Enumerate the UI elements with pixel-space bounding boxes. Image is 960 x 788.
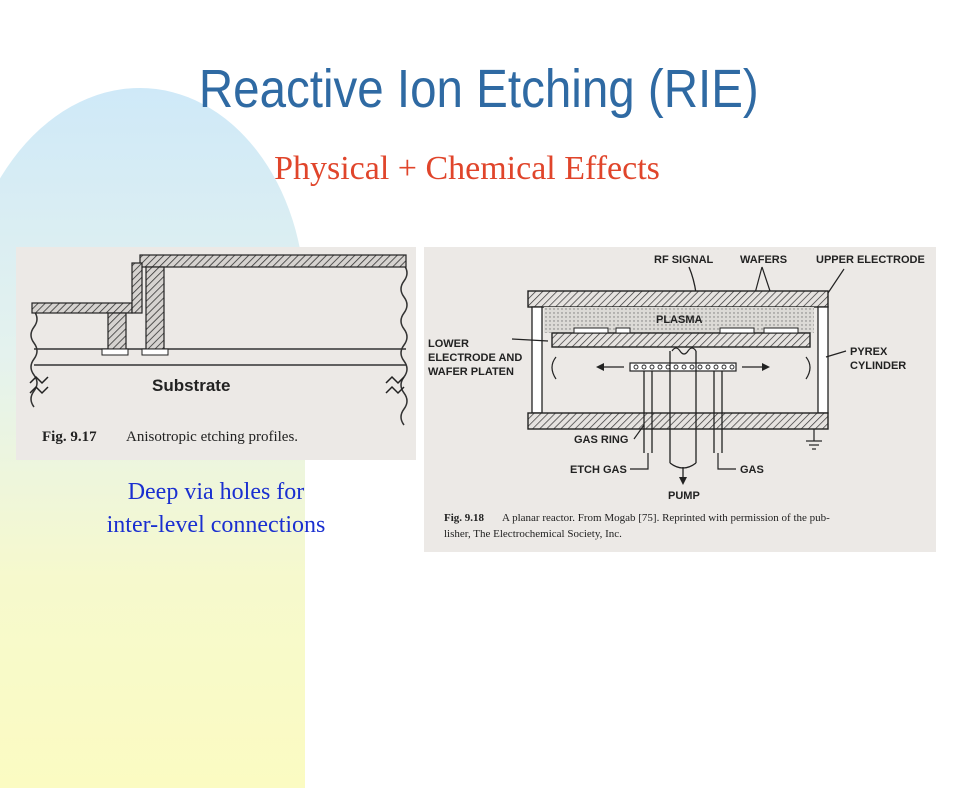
- upper-electrode-label: UPPER ELECTRODE: [816, 254, 925, 266]
- lower-electrode-label-3: WAFER PLATEN: [428, 366, 514, 378]
- pump-label: PUMP: [668, 490, 700, 502]
- wafers-label: WAFERS: [740, 254, 787, 266]
- rf-signal-label: RF SIGNAL: [654, 254, 714, 266]
- via-holes-caption: Deep via holes for inter-level connectio…: [0, 476, 432, 542]
- substrate-label: Substrate: [152, 376, 230, 395]
- plasma-label: PLASMA: [656, 314, 703, 326]
- fig-9-18-number: Fig. 9.18: [444, 512, 485, 524]
- figure-planar-reactor: RF SIGNAL WAFERS UPPER ELECTRODE PLASMA: [424, 247, 936, 552]
- etch-gas-label: ETCH GAS: [570, 464, 627, 476]
- etching-profile-diagram: Substrate Fig. 9.17 Anisotropic etching …: [29, 254, 408, 445]
- caption-line-2: inter-level connections: [106, 512, 326, 538]
- fig-9-17-number: Fig. 9.17: [42, 429, 97, 445]
- gas-ring-label: GAS RING: [574, 434, 628, 446]
- gas-label: GAS: [740, 464, 764, 476]
- figure-anisotropic-etching: Substrate Fig. 9.17 Anisotropic etching …: [16, 247, 416, 460]
- lower-electrode-label-2: ELECTRODE AND: [428, 352, 522, 364]
- slide-title: Reactive Ion Etching (RIE): [198, 59, 759, 119]
- pyrex-label-1: PYREX: [850, 346, 888, 358]
- planar-reactor-diagram: RF SIGNAL WAFERS UPPER ELECTRODE PLASMA: [428, 254, 925, 540]
- caption-line-1: Deep via holes for: [127, 479, 305, 505]
- fig-9-18-caption-line2: lisher, The Electrochemical Society, Inc…: [444, 528, 622, 540]
- pyrex-label-2: CYLINDER: [850, 360, 906, 372]
- fig-9-18-caption-line1: A planar reactor. From Mogab [75]. Repri…: [502, 512, 830, 524]
- fig-9-17-caption: Anisotropic etching profiles.: [126, 429, 298, 445]
- lower-electrode-label-1: LOWER: [428, 338, 469, 350]
- slide-subtitle: Physical + Chemical Effects: [274, 150, 660, 187]
